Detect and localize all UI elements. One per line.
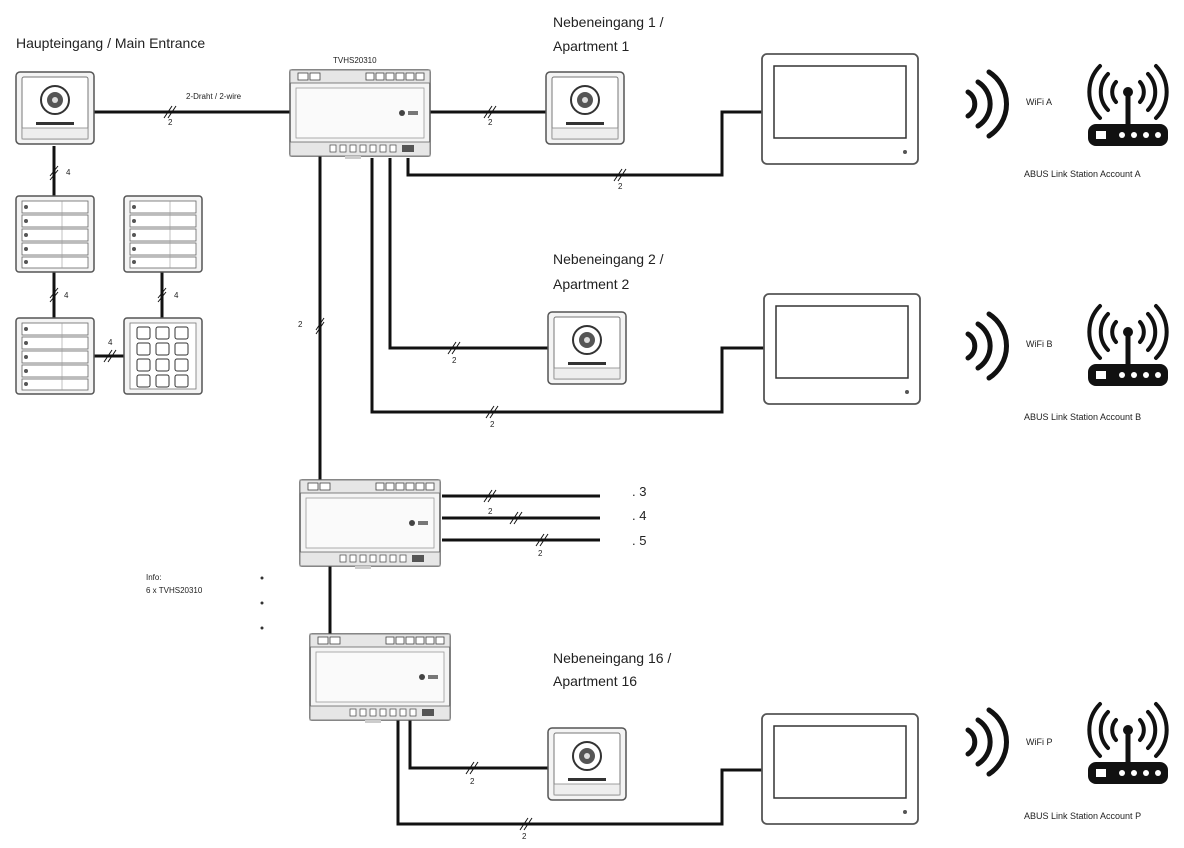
side-entrance-16-title: Nebeneingang 16 / [553, 650, 672, 666]
wire-count-label: 2 [538, 549, 543, 558]
wifi-signal-icon [968, 72, 1007, 136]
account-p-label: ABUS Link Station Account P [1024, 811, 1142, 821]
branch-4-label: . 4 [632, 508, 647, 523]
wire-ctrl1-to-door2 [388, 158, 548, 350]
button-module-icon [15, 195, 95, 273]
controller-icon [309, 633, 451, 724]
wire-count-label: 2 [490, 420, 495, 429]
apartment-1-label: Apartment 1 [553, 38, 630, 54]
wifi-signal-icon [968, 314, 1007, 378]
wire-count-label: 2 [522, 832, 527, 841]
wire-count-label: 2 [452, 356, 457, 365]
router-icon [1088, 66, 1168, 146]
wire-count-label: 2 [168, 118, 173, 127]
wire-count-label: 4 [64, 291, 69, 300]
wire-count-label: 4 [108, 338, 113, 347]
wifi-p-label: WiFi P [1026, 737, 1053, 747]
branch-5-label: . 5 [632, 533, 647, 548]
door-station-icon [547, 311, 627, 385]
branch-3-label: . 3 [632, 484, 647, 499]
wire-count-label: 2 [618, 182, 623, 191]
controller-icon [289, 69, 431, 160]
router-icon [1088, 704, 1168, 784]
router-icon [1088, 306, 1168, 386]
wire-ctrl16-to-monitorP [396, 720, 762, 826]
account-b-label: ABUS Link Station Account B [1024, 412, 1142, 422]
wifi-a-label: WiFi A [1026, 97, 1052, 107]
monitor-icon [763, 293, 921, 405]
monitor-icon [761, 713, 919, 825]
wire-ctrl1-to-monitorA [406, 110, 762, 177]
wire-count-label: 2 [488, 507, 493, 516]
wire-ctrl1-to-monitorB [370, 158, 764, 414]
side-entrance-1-title: Nebeneingang 1 / [553, 14, 664, 30]
ellipsis-dots [260, 576, 264, 630]
button-module-icon [15, 317, 95, 395]
two-wire-label: 2-Draht / 2-wire [186, 92, 242, 101]
wifi-signal-icon [968, 710, 1007, 774]
door-station-icon [545, 71, 625, 145]
controller-icon [299, 479, 441, 570]
door-station-icon [547, 727, 627, 801]
info-text: 6 x TVHS20310 [146, 586, 203, 595]
wire-count-label: 4 [66, 168, 71, 177]
wire-ctrl16-to-door16 [408, 720, 548, 770]
main-entrance-label: Haupteingang / Main Entrance [16, 35, 206, 51]
apartment-16-label: Apartment 16 [553, 673, 638, 689]
wire-count-label: 4 [174, 291, 179, 300]
account-a-label: ABUS Link Station Account A [1024, 169, 1141, 179]
monitor-icon [761, 53, 919, 165]
door-station-icon [15, 71, 95, 145]
apartment-2-label: Apartment 2 [553, 276, 630, 292]
wire-count-label: 2 [298, 320, 303, 329]
controller-model-label: TVHS20310 [333, 56, 377, 65]
keypad-icon [123, 317, 203, 395]
wire-ticks [49, 105, 627, 831]
info-title: Info: [146, 573, 162, 582]
button-module-icon [123, 195, 203, 273]
wires [52, 82, 764, 826]
wire-count-label: 2 [488, 118, 493, 127]
wire-count-label: 2 [470, 777, 475, 786]
side-entrance-2-title: Nebeneingang 2 / [553, 251, 664, 267]
wifi-b-label: WiFi B [1026, 339, 1053, 349]
